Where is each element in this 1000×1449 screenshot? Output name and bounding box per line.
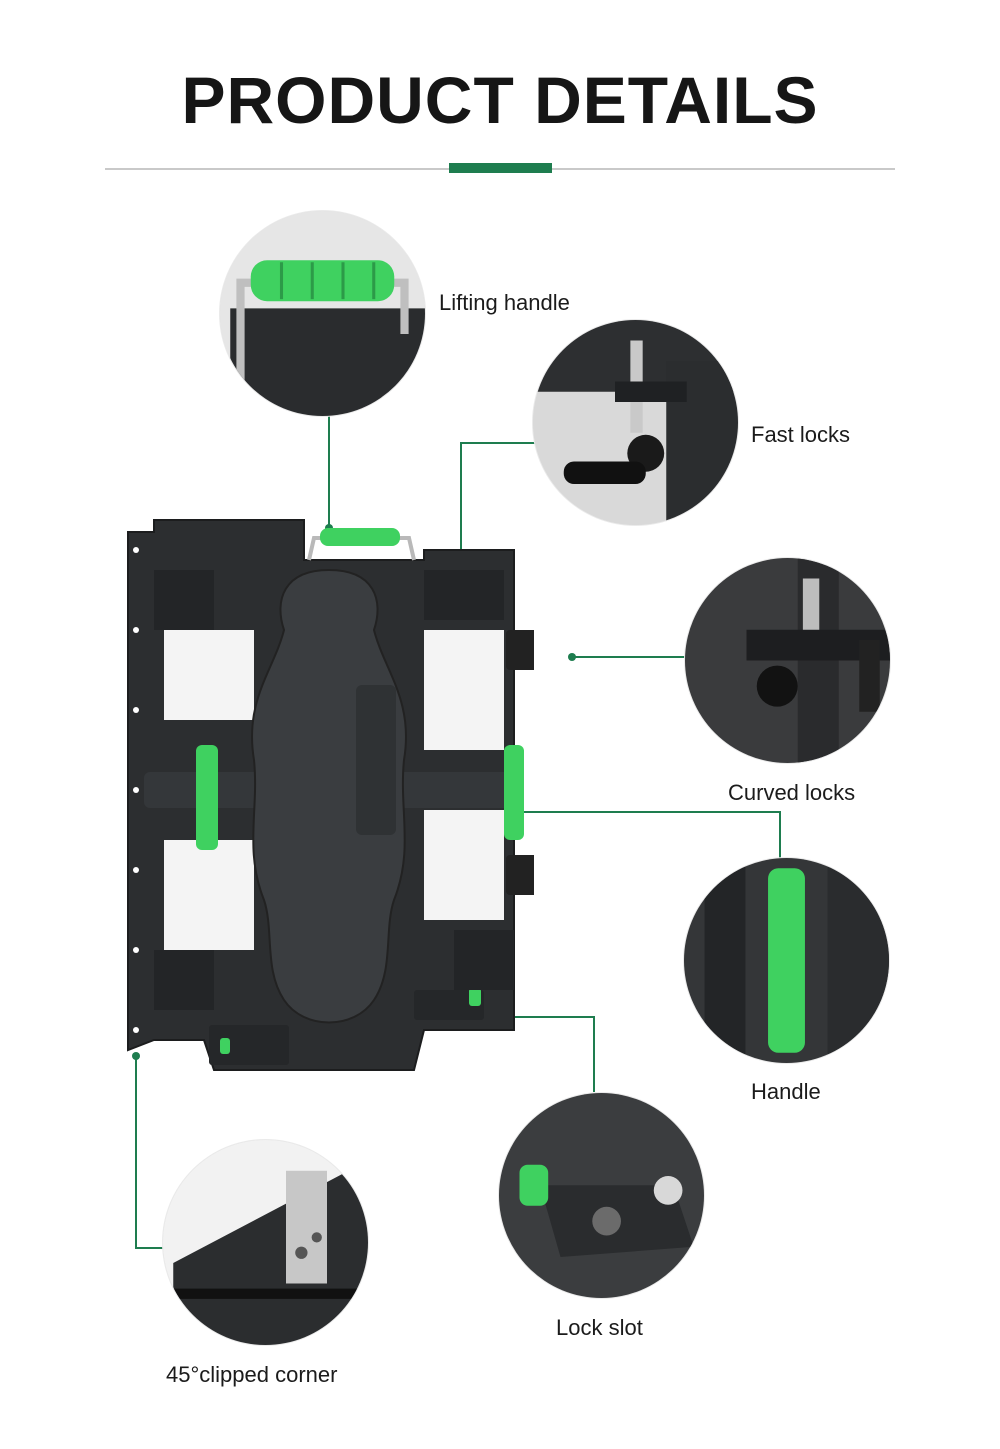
label-lock-slot: Lock slot — [556, 1315, 643, 1340]
label-handle: Handle — [751, 1079, 821, 1104]
connector-dot — [568, 653, 576, 661]
label-fast-locks: Fast locks — [751, 422, 851, 447]
detail-clipped-corner-image — [163, 1140, 368, 1345]
label-lifting-handle: Lifting handle — [439, 290, 570, 315]
detail-curved-locks-image — [685, 558, 890, 763]
label-curved-locks: Curved locks — [728, 780, 856, 805]
detail-lifting-handle-image — [220, 211, 425, 416]
detail-fast-locks-image — [533, 320, 738, 525]
label-clipped-corner: 45°clipped corner — [166, 1362, 338, 1387]
detail-lock-slot-image — [499, 1093, 704, 1298]
title-divider-accent — [449, 163, 552, 173]
detail-handle-image — [684, 858, 889, 1063]
connector-handle — [516, 811, 781, 868]
page-title: PRODUCT DETAILS — [181, 63, 819, 137]
led-cabinet-image — [124, 510, 546, 1090]
